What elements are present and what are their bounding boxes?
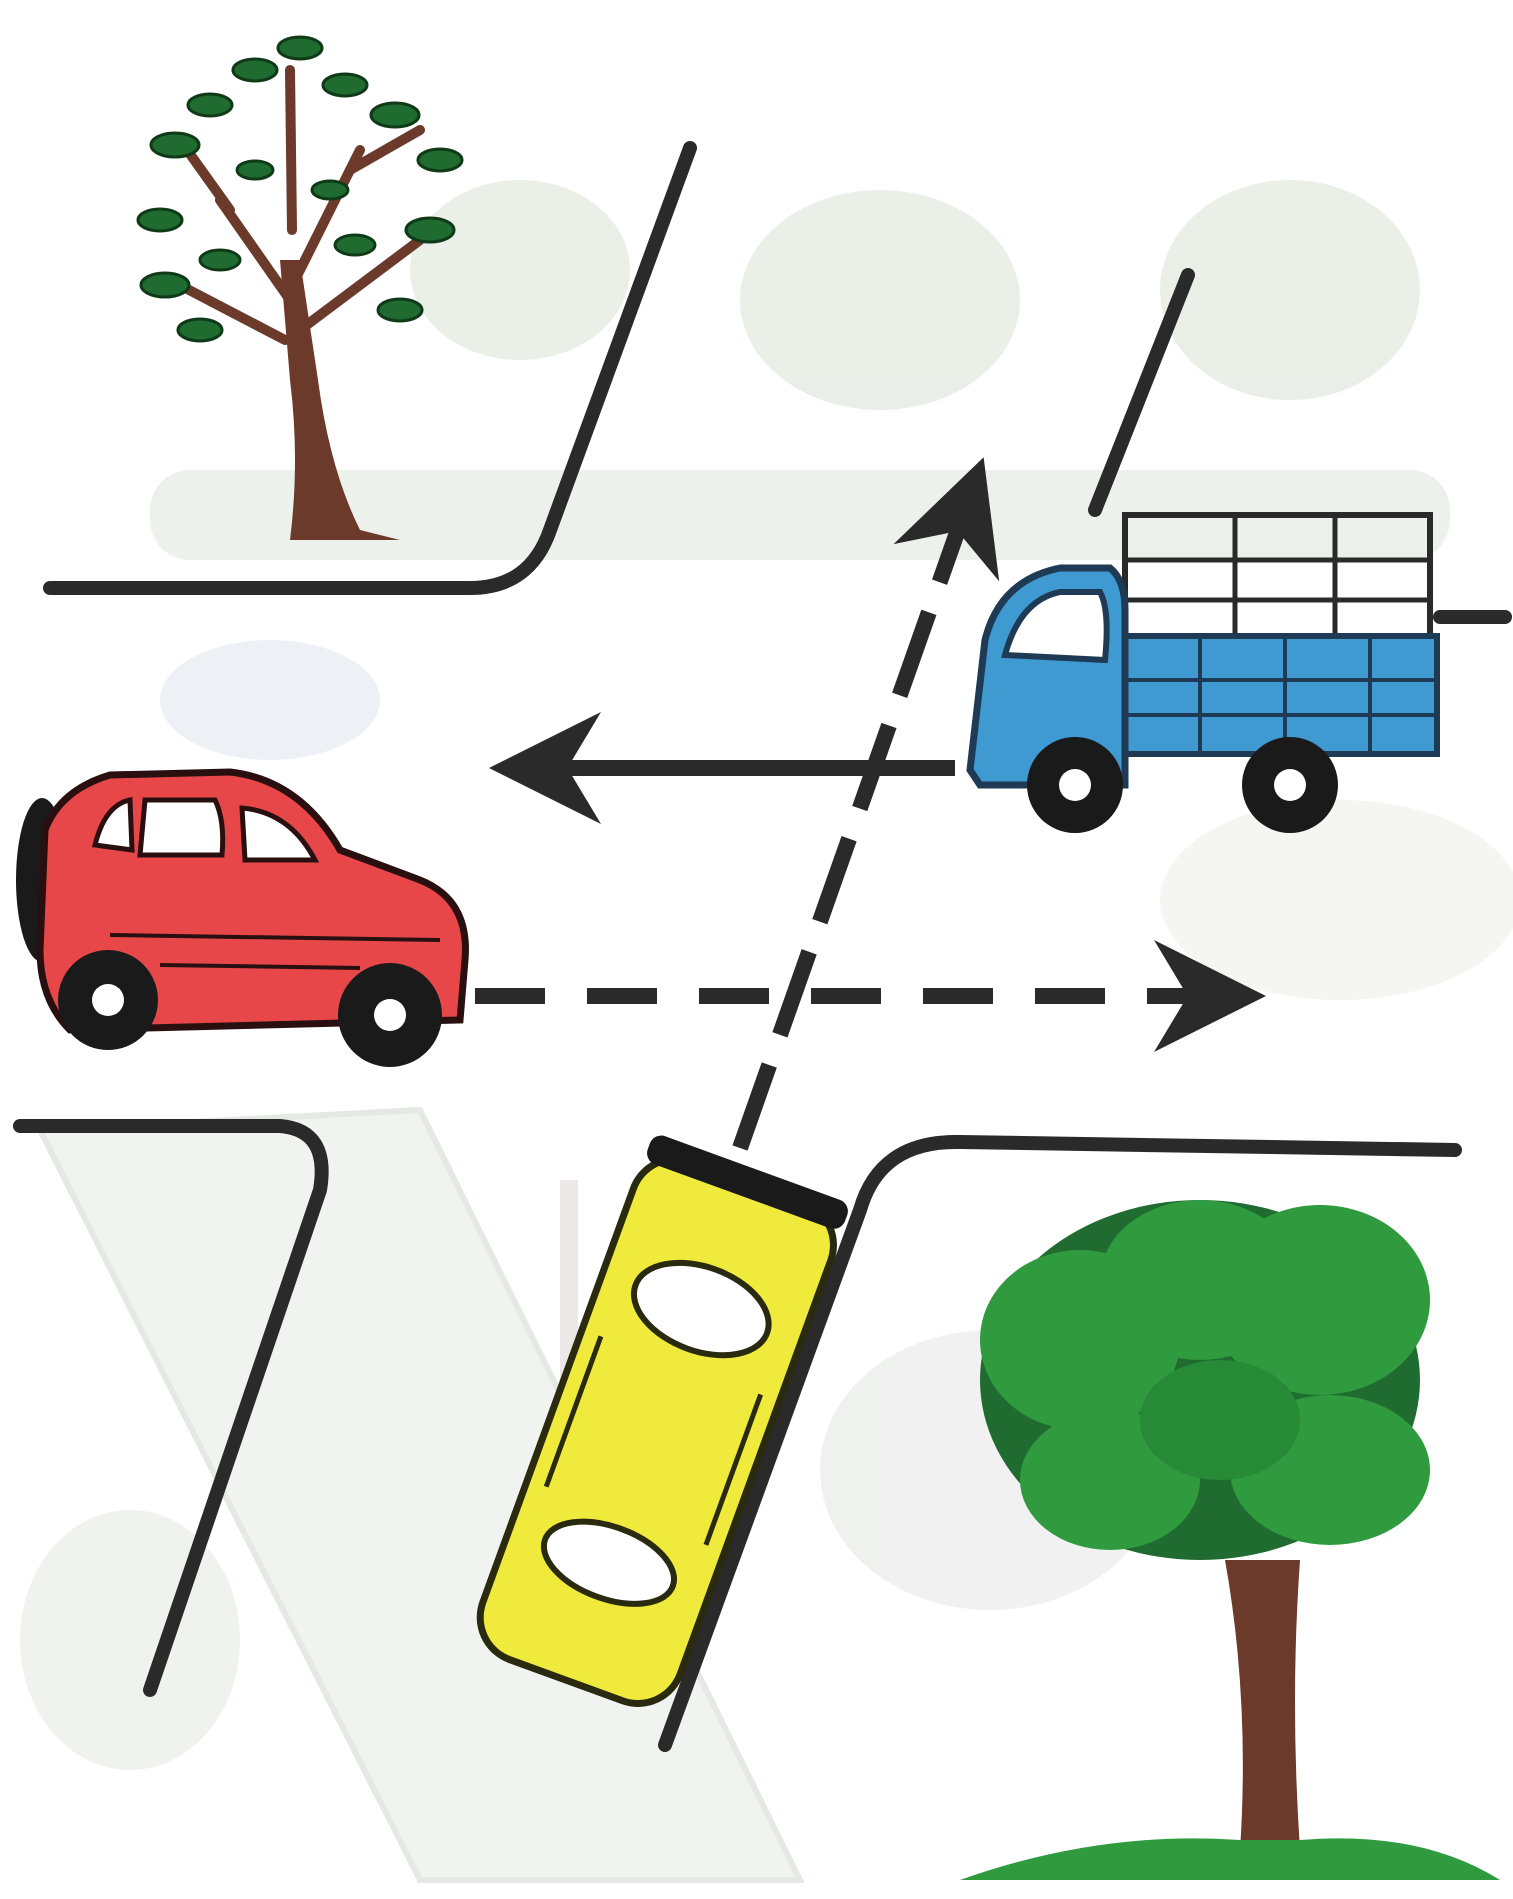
ghost-car-icon [160, 640, 380, 760]
ghost-car-icon [1160, 800, 1513, 1000]
car-icon-red [16, 772, 465, 1067]
ghost-tree-icon [410, 180, 630, 360]
tree-canopy [980, 1200, 1430, 1560]
truck-icon [970, 515, 1437, 833]
yellow-car-path-arrow [740, 510, 965, 1148]
tree-roots [960, 1838, 1500, 1880]
ghost-tree-icon [1160, 180, 1420, 400]
truck-cargo-bed [1115, 636, 1437, 754]
ghost-tree-icon [20, 1510, 240, 1770]
red-car-window-middle [140, 800, 223, 855]
ghost-tree-icon [740, 190, 1020, 410]
tree-trunk [1225, 1560, 1300, 1850]
